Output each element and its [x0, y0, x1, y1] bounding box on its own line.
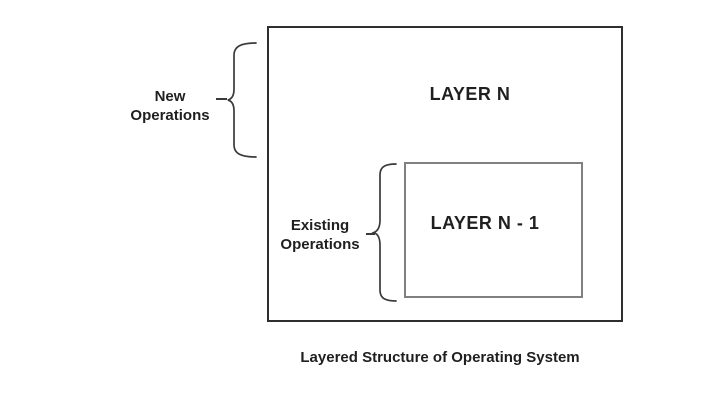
existing-operations-label: Existing Operations [280, 217, 360, 253]
diagram-caption: Layered Structure of Operating System [300, 349, 580, 366]
inner-layer-label: LAYER N - 1 [430, 213, 540, 233]
outer-layer-box [267, 26, 623, 322]
new-operations-label: New Operations [130, 88, 210, 124]
inner-layer-box [404, 162, 583, 298]
connector-line-existing-operations [366, 233, 375, 235]
curly-brace-existing-operations-icon [371, 163, 397, 302]
outer-layer-label: LAYER N [429, 84, 511, 104]
curly-brace-new-operations-icon [227, 42, 257, 158]
connector-line-new-operations [216, 98, 227, 100]
